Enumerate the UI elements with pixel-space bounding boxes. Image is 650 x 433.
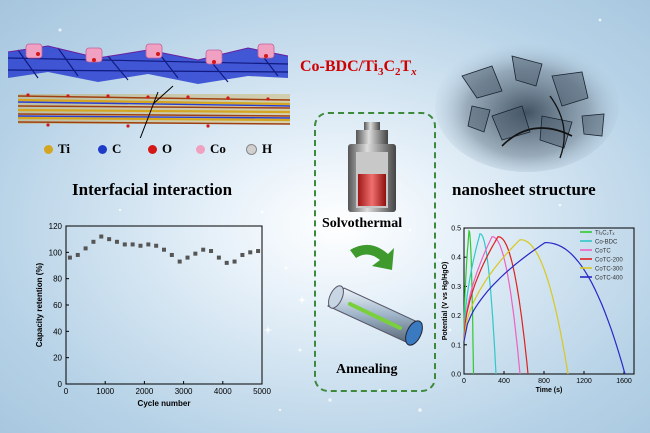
gcd-series-line [463, 236, 529, 375]
cycle-y-tick-label: 0 [58, 380, 63, 389]
cycle-data-point [146, 242, 151, 247]
cycle-y-tick-label: 120 [49, 222, 63, 231]
cycle-data-point [83, 246, 88, 251]
interfacial-interaction-label: Interfacial interaction [72, 180, 233, 199]
gcd-legend-label: Co-BDC [595, 240, 618, 246]
autoclave-icon [348, 122, 396, 212]
gcd-legend-label: CoTC-400 [595, 276, 623, 282]
gcd-series-line [463, 239, 569, 375]
nanosheet-structure-label: nanosheet structure [452, 180, 596, 199]
interface-pointer [152, 85, 174, 105]
gcd-legend-label: Ti₃C₂Tₓ [595, 231, 615, 237]
cycle-data-point [216, 255, 221, 260]
material-title: Co-BDC/Ti3C2Tx [300, 58, 417, 79]
legend-co: Co [196, 141, 226, 157]
cycle-y-axis-label: Capacity retention (%) [35, 262, 44, 347]
cycle-data-point [224, 260, 229, 265]
cycle-x-tick-label: 5000 [253, 387, 271, 396]
cycle-data-point [177, 259, 182, 264]
cycle-x-tick-label: 2000 [136, 387, 154, 396]
curved-arrow-icon [350, 244, 394, 270]
cycle-data-point [67, 255, 72, 260]
cycle-data-point [107, 237, 112, 242]
o-atom-icon [148, 144, 157, 154]
cycle-y-tick-label: 40 [53, 327, 62, 336]
cycle-data-point [99, 234, 104, 239]
gcd-x-tick-label: 800 [538, 378, 550, 385]
legend-h: H [246, 141, 272, 157]
gcd-series-line [463, 241, 626, 375]
ti-atom-icon [44, 144, 53, 154]
gcd-x-tick-label: 1600 [616, 378, 632, 385]
gcd-x-tick-label: 1200 [576, 378, 592, 385]
cycle-y-tick-label: 60 [53, 301, 62, 310]
legend-o: O [148, 141, 172, 157]
gcd-legend-label: CoTC-300 [595, 267, 623, 273]
cycle-data-point [138, 243, 143, 248]
cycle-data-point [201, 247, 206, 252]
cycle-data-point [193, 251, 198, 256]
gcd-y-tick-label: 0.0 [451, 372, 461, 379]
h-atom-icon [246, 143, 257, 155]
cycle-y-tick-label: 100 [49, 248, 63, 257]
cycle-data-point [154, 243, 159, 248]
cycle-x-tick-label: 3000 [175, 387, 193, 396]
legend-ti: Ti [44, 141, 70, 157]
cycling-stability-chart: 0 1000 2000 3000 4000 5000 0 20 40 60 80 100 120 Cyc… [35, 222, 271, 408]
cycle-data-point [169, 252, 174, 257]
cycle-x-tick-label: 1000 [96, 387, 114, 396]
cycle-x-axis-label: Cycle number [138, 399, 191, 408]
gcd-x-tick-label: 400 [498, 378, 510, 385]
gcd-y-axis-label: Potential (V vs Hg/HgO) [442, 262, 449, 341]
tem-nanosheet-image [435, 40, 619, 172]
cycle-x-tick-label: 4000 [214, 387, 232, 396]
gcd-series-line [463, 236, 521, 375]
charge-discharge-chart: 0 400 800 1200 1600 0.0 0.1 0.2 0.3 0.4 0.5Ti₃C₂Tₓ… [442, 226, 635, 394]
gcd-legend-label: CoTC [595, 249, 611, 255]
cycle-data-point [209, 249, 214, 254]
crystal-structure [8, 43, 291, 138]
gcd-series-line [463, 233, 497, 375]
cycle-data-point [130, 242, 135, 247]
synthesis-process-box [314, 112, 436, 392]
co-bdc-layer [8, 43, 289, 84]
gcd-y-tick-label: 0.1 [451, 342, 461, 349]
gcd-plot-frame [463, 227, 635, 375]
cycle-data-point [256, 249, 261, 254]
gcd-y-tick-label: 0.3 [451, 284, 461, 291]
cycle-y-tick-label: 20 [53, 354, 62, 363]
cycle-data-point [122, 242, 127, 247]
cycle-data-point [91, 239, 96, 244]
cycle-data-point [75, 252, 80, 257]
cycle-data-point [185, 255, 190, 260]
cycle-x-tick-label: 0 [64, 387, 69, 396]
gcd-x-axis-label: Time (s) [536, 387, 563, 394]
cycle-data-point [162, 247, 166, 252]
interface-callout-line [139, 91, 159, 138]
tube-furnace-icon [327, 285, 423, 346]
cycle-y-tick-label: 80 [53, 275, 62, 284]
cycle-data-point [232, 259, 237, 264]
gcd-y-tick-label: 0.2 [451, 313, 461, 320]
solvothermal-label: Solvothermal [322, 216, 403, 231]
co-atom-icon [196, 144, 205, 154]
gcd-x-tick-label: 0 [462, 378, 466, 385]
annealing-label: Annealing [336, 362, 398, 377]
c-atom-icon [98, 144, 107, 154]
gcd-y-tick-label: 0.4 [451, 255, 461, 262]
gcd-y-tick-label: 0.5 [451, 226, 461, 233]
gcd-legend-label: CoTC-200 [595, 258, 623, 264]
cycle-data-point [248, 250, 253, 255]
ti3c2tx-layer [17, 93, 291, 128]
legend-c: C [98, 141, 121, 157]
cycle-data-point [114, 239, 119, 244]
cycle-data-point [240, 252, 245, 257]
